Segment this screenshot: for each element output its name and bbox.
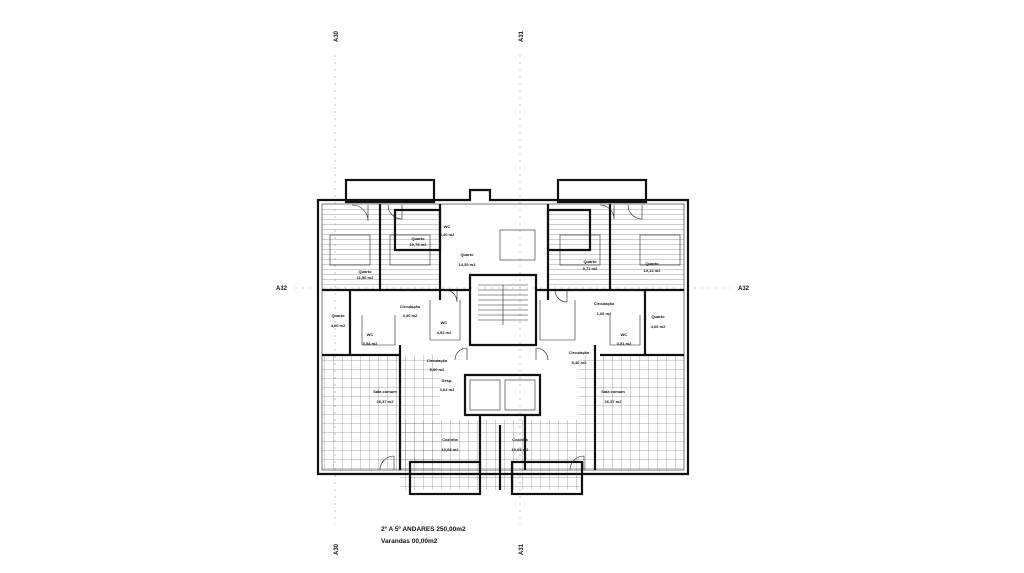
- svg-text:3,51 m2: 3,51 m2: [617, 341, 632, 346]
- door-swings: [351, 204, 643, 471]
- room-label: Quarto 9,71 m2: [583, 259, 598, 271]
- svg-text:14,30 m2: 14,30 m2: [459, 262, 477, 267]
- axis-label-a32-left: A32: [276, 286, 288, 292]
- svg-text:Desp.: Desp.: [442, 378, 453, 383]
- room-label: Circulação 3,40 m2: [400, 304, 421, 318]
- svg-text:Circulação: Circulação: [569, 350, 590, 355]
- svg-text:Quarto: Quarto: [645, 261, 659, 266]
- svg-text:10,76 m2: 10,76 m2: [410, 242, 428, 247]
- svg-text:5,60 m2: 5,60 m2: [430, 367, 445, 372]
- room-label: Sala comum 26,37 m2: [373, 389, 397, 404]
- svg-text:11,56 m2: 11,56 m2: [357, 275, 374, 280]
- floor-area-note: 2º A 5º ANDARES 250,00m2: [381, 526, 466, 533]
- room-label: WC 3,51 m2: [617, 332, 632, 346]
- svg-text:10,14 m2: 10,14 m2: [644, 268, 662, 273]
- axis-label-a31-bottom: A31: [519, 543, 525, 555]
- room-label: Quarto 10,14 m2: [644, 261, 662, 273]
- svg-text:Sala comum: Sala comum: [601, 389, 625, 394]
- svg-text:4,60 m2: 4,60 m2: [331, 323, 346, 328]
- room-label: Cozinha 10,68 m2: [512, 437, 530, 452]
- svg-text:3,40 m2: 3,40 m2: [440, 232, 455, 237]
- stair-core: [469, 284, 536, 411]
- svg-text:WC: WC: [621, 332, 628, 337]
- svg-text:3,54 m2: 3,54 m2: [363, 341, 378, 346]
- balconies-area-note: Varandas 00,00m2: [381, 538, 438, 545]
- room-label: WC 3,54 m2: [363, 332, 378, 346]
- room-label: Circulação 5,40 m2: [569, 350, 590, 365]
- axis-label-a30-top: A30: [334, 30, 340, 42]
- floor-finishes: [322, 208, 684, 490]
- svg-text:9,71 m2: 9,71 m2: [583, 266, 598, 271]
- axis-label-a32-right: A32: [738, 286, 750, 292]
- svg-text:WC: WC: [441, 320, 448, 325]
- svg-text:3,40 m2: 3,40 m2: [403, 313, 418, 318]
- svg-text:Cozinha: Cozinha: [512, 437, 528, 442]
- svg-text:26,37 m2: 26,37 m2: [605, 399, 623, 404]
- room-label: Circulação 1,66 m2: [594, 301, 615, 316]
- room-label: Quarto 14,30 m2: [459, 252, 477, 267]
- room-label: WC 3,40 m2: [440, 224, 455, 237]
- axis-label-a30-bottom: A30: [334, 543, 340, 555]
- svg-text:4,92 m2: 4,92 m2: [437, 330, 452, 335]
- svg-text:10,68 m2: 10,68 m2: [442, 447, 460, 452]
- svg-text:Quarto: Quarto: [358, 269, 372, 274]
- svg-text:10,68 m2: 10,68 m2: [512, 447, 530, 452]
- svg-text:5,40 m2: 5,40 m2: [572, 360, 587, 365]
- room-label: Quarto 4,60 m2: [331, 313, 346, 328]
- svg-text:1,66 m2: 1,66 m2: [597, 311, 612, 316]
- axis-lines: [295, 55, 730, 525]
- room-label: Cozinha 10,68 m2: [442, 437, 460, 452]
- svg-text:WC: WC: [444, 224, 451, 229]
- room-label: WC 4,92 m2: [437, 320, 452, 335]
- room-label: Desp. 3,64 m2: [440, 378, 455, 392]
- svg-text:Quarto: Quarto: [583, 259, 597, 264]
- svg-text:Cozinha: Cozinha: [442, 437, 458, 442]
- svg-text:Circulação: Circulação: [594, 301, 615, 306]
- svg-text:Quarto: Quarto: [651, 314, 665, 319]
- svg-text:WC: WC: [367, 332, 374, 337]
- room-label: Sala comum 26,37 m2: [601, 389, 625, 404]
- svg-text:Circulação: Circulação: [427, 358, 448, 363]
- axis-label-a31-top: A31: [519, 30, 525, 42]
- svg-text:4,60 m2: 4,60 m2: [651, 324, 666, 329]
- svg-text:Circulação: Circulação: [400, 304, 421, 309]
- svg-text:Sala comum: Sala comum: [373, 389, 397, 394]
- svg-text:Quarto: Quarto: [331, 313, 345, 318]
- balconies: [344, 178, 648, 496]
- beds: [329, 229, 681, 266]
- svg-text:Quarto: Quarto: [460, 252, 474, 257]
- svg-text:26,37 m2: 26,37 m2: [377, 399, 395, 404]
- svg-text:Quarto: Quarto: [411, 236, 425, 241]
- room-label: Quarto 4,60 m2: [651, 314, 666, 329]
- svg-text:3,64 m2: 3,64 m2: [440, 387, 455, 392]
- room-label: Circulação 5,60 m2: [427, 358, 448, 372]
- outer-walls: [316, 188, 690, 476]
